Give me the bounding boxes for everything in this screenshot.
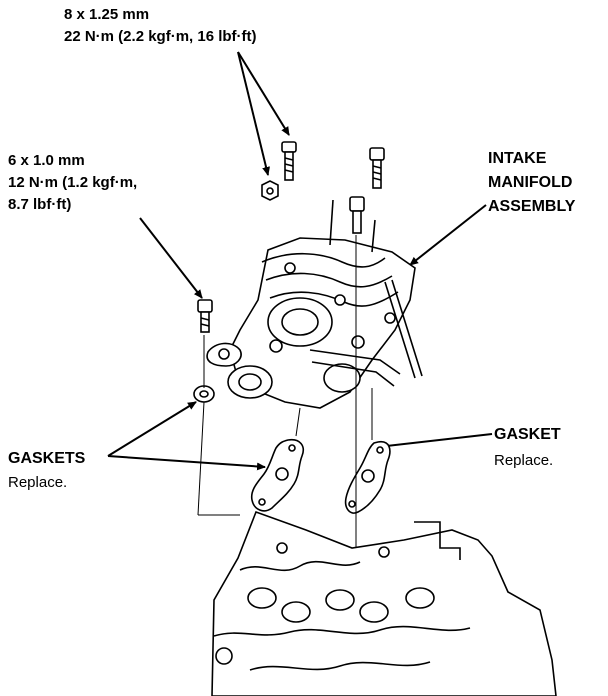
bolt-8mm-right <box>369 147 385 189</box>
gasket-right-note: Replace. <box>494 452 554 469</box>
bolts-8mm <box>261 141 385 234</box>
arrow-8mm-bolt-b <box>237 51 270 176</box>
intake-manifold-label-line1: INTAKE <box>488 150 547 167</box>
bolt-6mm <box>197 299 213 333</box>
bolt-6mm-size-label: 6 x 1.0 mm <box>8 152 85 169</box>
arrow-gasket-right <box>377 433 493 451</box>
intake-manifold-label-line3: ASSEMBLY <box>488 198 576 215</box>
arrow-6mm-bolt <box>139 217 203 299</box>
bolt-8mm-mid <box>349 196 365 234</box>
arrow-gaskets-b <box>107 455 266 471</box>
cylinder-head <box>211 510 557 696</box>
leader-arrows <box>107 51 493 471</box>
arrow-intake-manifold <box>409 204 487 266</box>
bolt-6mm-torque-line1: 12 N·m (1.2 kgf·m, <box>8 174 138 191</box>
gasket-right-title: GASKET <box>494 426 561 443</box>
arrow-8mm-bolt-a <box>237 51 290 136</box>
gaskets-left-title: GASKETS <box>8 450 86 467</box>
bolt-8mm-lower <box>261 180 279 201</box>
gaskets-left-note: Replace. <box>8 474 68 491</box>
bolt-8mm-torque-label: 22 N·m (2.2 kgf·m, 16 lbf·ft) <box>64 28 257 45</box>
intake-manifold-label-line2: MANIFOLD <box>488 174 573 191</box>
bolt-8mm-size-label: 8 x 1.25 mm <box>64 6 150 23</box>
intake-manifold-assembly <box>206 199 423 409</box>
bolt-6mm-torque-line2: 8.7 lbf·ft) <box>8 196 72 213</box>
gasket-left-large <box>250 438 304 512</box>
arrow-gaskets-a <box>107 401 197 457</box>
gasket-small-left <box>193 385 215 403</box>
gasket-right-large <box>344 440 391 514</box>
bolt-8mm-upper <box>281 141 297 181</box>
